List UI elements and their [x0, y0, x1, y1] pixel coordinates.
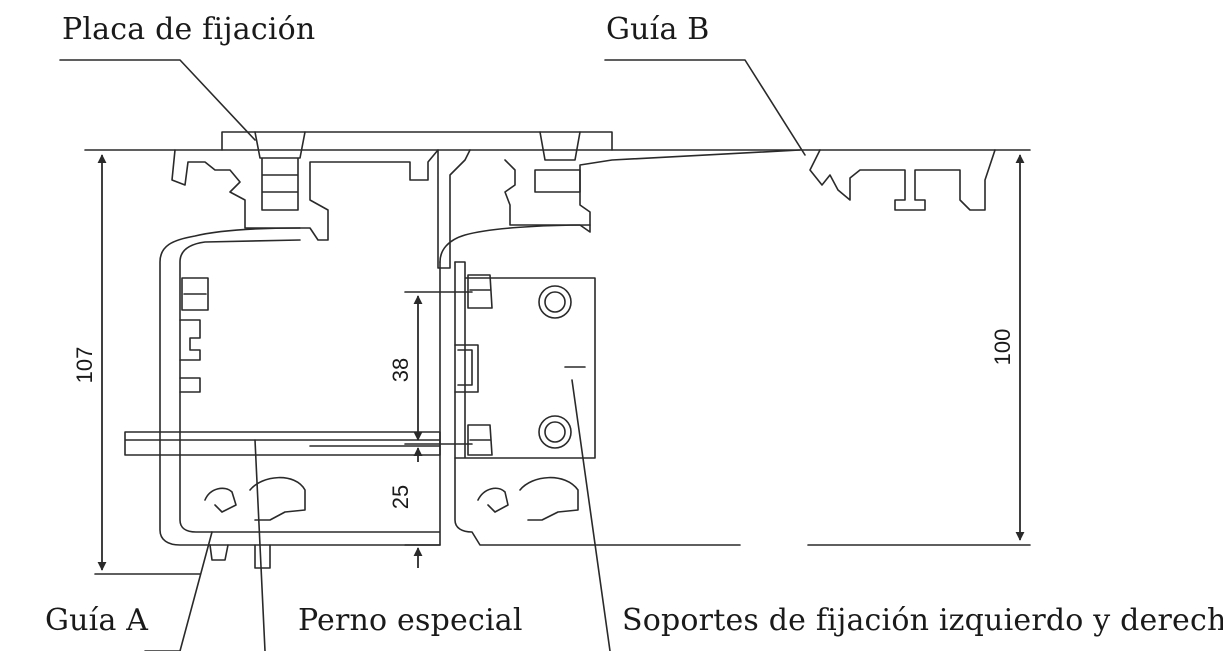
- dim-25-value: 25: [388, 485, 413, 509]
- guide-b-top: [437, 149, 801, 269]
- plate-bolt-left: [254, 131, 306, 211]
- fixing-plate: [221, 131, 613, 151]
- bracket-hole-upper: [538, 285, 572, 319]
- leader-guia-a: [144, 531, 213, 652]
- dim-107-value: 107: [72, 347, 97, 384]
- label-perno-especial: Perno especial: [298, 603, 523, 638]
- leader-placa: [59, 59, 256, 141]
- leader-perno: [254, 439, 266, 652]
- bracket-hole-upper-inner: [544, 291, 566, 313]
- bracket-hole-lower-inner: [544, 421, 566, 443]
- bracket-hole-lower: [538, 415, 572, 449]
- leader-guia-b: [604, 59, 806, 156]
- plate-bolt-right: [534, 131, 581, 193]
- dim-100-value: 100: [990, 329, 1015, 366]
- guide-b-hook: [477, 476, 579, 521]
- label-soportes: Soportes de fijación izquierdo y derecho: [622, 603, 1223, 638]
- guide-a-hook: [204, 476, 306, 521]
- label-placa-fijacion: Placa de fijación: [62, 12, 316, 47]
- nut-guide-a: [181, 277, 209, 311]
- guide-a-body: [159, 227, 441, 546]
- nut-lower: [467, 424, 493, 456]
- dim-38-value: 38: [388, 358, 413, 382]
- nut-upper: [467, 274, 493, 309]
- guide-a-top: [171, 149, 439, 241]
- leader-soportes: [571, 379, 611, 652]
- guide-a-foot: [209, 544, 271, 569]
- guide-b-body: [439, 224, 1031, 546]
- label-guia-b: Guía B: [606, 12, 710, 47]
- guide-a-notches: [179, 319, 201, 393]
- guide-b-channels: [809, 149, 996, 211]
- bracket-side-notches: [454, 344, 479, 393]
- special-bolt: [124, 431, 441, 456]
- label-guia-a: Guía A: [45, 603, 149, 638]
- fixing-bracket: [454, 261, 596, 459]
